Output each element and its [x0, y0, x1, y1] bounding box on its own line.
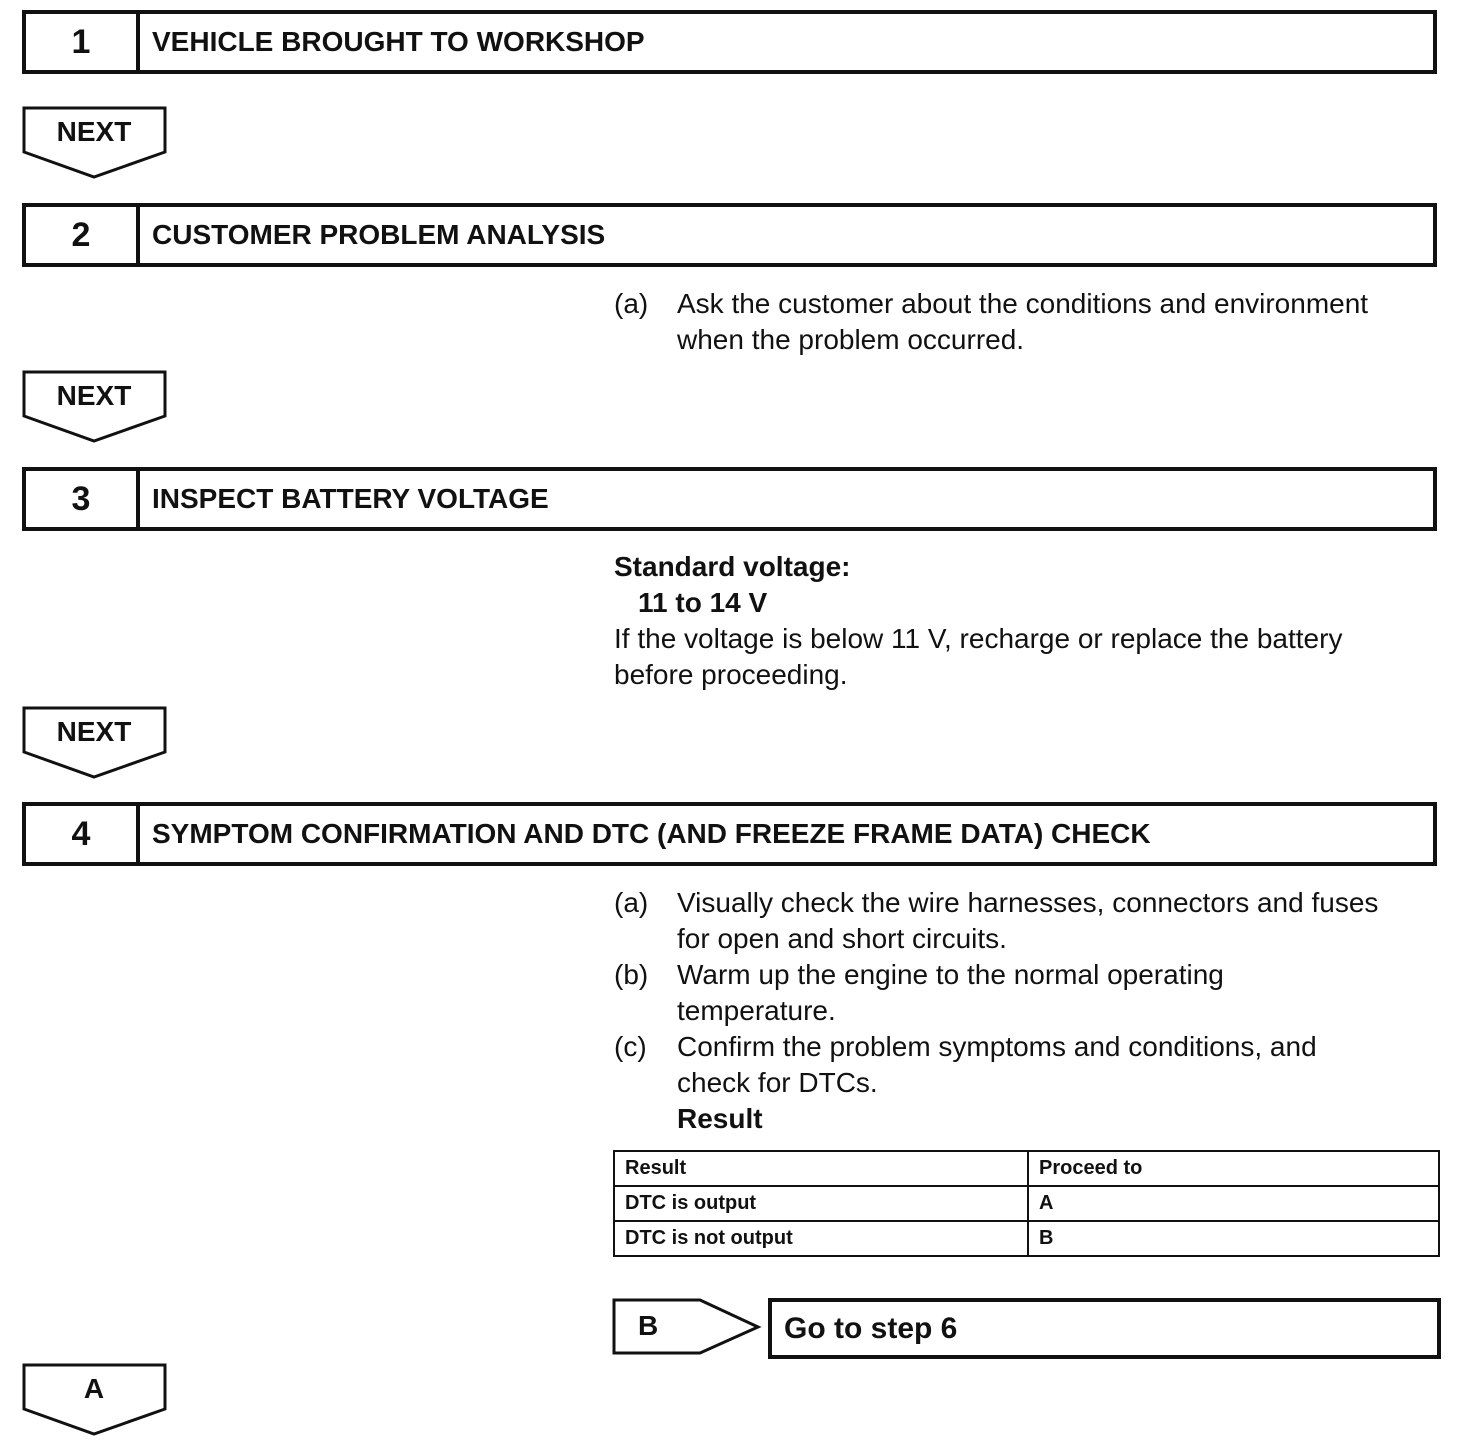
step-3-header: 3 INSPECT BATTERY VOLTAGE	[22, 467, 1437, 531]
item-text: Confirm the problem symptoms and conditi…	[677, 1029, 1444, 1137]
table-header-cell: Proceed to	[1027, 1150, 1440, 1187]
item-line: temperature.	[677, 995, 836, 1026]
next-arrow: NEXT	[22, 370, 168, 444]
table-cell: A	[1027, 1185, 1440, 1222]
right-arrow-icon	[612, 1298, 762, 1355]
table-row: DTC is output A	[613, 1185, 1440, 1222]
standard-voltage-value: 11 to 14 V	[638, 587, 768, 618]
table-cell: DTC is output	[613, 1185, 1029, 1222]
step-title: INSPECT BATTERY VOLTAGE	[152, 483, 549, 514]
branch-a-arrow: A	[22, 1363, 168, 1437]
step-title: SYMPTOM CONFIRMATION AND DTC (AND FREEZE…	[152, 818, 1151, 849]
down-arrow-icon	[22, 106, 167, 179]
step-4-header: 4 SYMPTOM CONFIRMATION AND DTC (AND FREE…	[22, 802, 1437, 866]
down-arrow-icon	[22, 1363, 167, 1436]
go-to-step-box: Go to step 6	[768, 1298, 1441, 1359]
instruction-item: (c) Confirm the problem symptoms and con…	[614, 1029, 1444, 1137]
voltage-note-line: If the voltage is below 11 V, recharge o…	[614, 623, 1343, 654]
instruction-item: (a) Visually check the wire harnesses, c…	[614, 885, 1444, 957]
branch-b-label: B	[638, 1310, 659, 1341]
instruction-item: (a) Ask the customer about the condition…	[614, 286, 1444, 358]
step-title: VEHICLE BROUGHT TO WORKSHOP	[152, 26, 645, 57]
table-cell: B	[1027, 1220, 1440, 1257]
step-4-instructions: (a) Visually check the wire harnesses, c…	[614, 885, 1444, 1137]
result-table: Result Proceed to DTC is output A DTC is…	[613, 1150, 1440, 1257]
step-2-header: 2 CUSTOMER PROBLEM ANALYSIS	[22, 203, 1437, 267]
item-line: for open and short circuits.	[677, 923, 1007, 954]
item-line: Confirm the problem symptoms and conditi…	[677, 1031, 1317, 1062]
item-text: Warm up the engine to the normal operati…	[677, 957, 1444, 1029]
item-letter: (b)	[614, 959, 649, 990]
step-number: 4	[26, 806, 140, 862]
table-row: DTC is not output B	[613, 1220, 1440, 1257]
next-label: NEXT	[56, 380, 132, 411]
branch-a-label: A	[83, 1373, 105, 1404]
down-arrow-icon	[22, 370, 167, 443]
step-2-instructions: (a) Ask the customer about the condition…	[614, 286, 1444, 358]
step-1-header: 1 VEHICLE BROUGHT TO WORKSHOP	[22, 10, 1437, 74]
item-text: Visually check the wire harnesses, conne…	[677, 885, 1444, 957]
table-header-row: Result Proceed to	[613, 1150, 1440, 1187]
next-label: NEXT	[56, 116, 132, 147]
instruction-item: (b) Warm up the engine to the normal ope…	[614, 957, 1444, 1029]
item-letter: (a)	[614, 887, 649, 918]
result-heading: Result	[677, 1103, 763, 1134]
table-cell: DTC is not output	[613, 1220, 1029, 1257]
item-line: check for DTCs.	[677, 1067, 878, 1098]
down-arrow-icon	[22, 706, 167, 779]
step-number: 2	[26, 207, 140, 263]
item-letter: (a)	[614, 288, 649, 319]
item-line: when the problem occurred.	[677, 324, 1025, 355]
item-line: Visually check the wire harnesses, conne…	[677, 887, 1379, 918]
step-number: 3	[26, 471, 140, 527]
next-label: NEXT	[56, 716, 132, 747]
standard-voltage-label: Standard voltage:	[614, 551, 851, 582]
next-arrow: NEXT	[22, 106, 168, 180]
step-title: CUSTOMER PROBLEM ANALYSIS	[152, 219, 606, 250]
voltage-note-line: before proceeding.	[614, 659, 848, 690]
item-line: Ask the customer about the conditions an…	[677, 288, 1369, 319]
step-3-instructions: Standard voltage: 11 to 14 V If the volt…	[614, 549, 1444, 693]
item-line: Warm up the engine to the normal operati…	[677, 959, 1224, 990]
item-text: Ask the customer about the conditions an…	[677, 286, 1444, 358]
step-number: 1	[26, 14, 140, 70]
item-letter: (c)	[614, 1031, 647, 1062]
table-header-cell: Result	[613, 1150, 1029, 1187]
next-arrow: NEXT	[22, 706, 168, 780]
